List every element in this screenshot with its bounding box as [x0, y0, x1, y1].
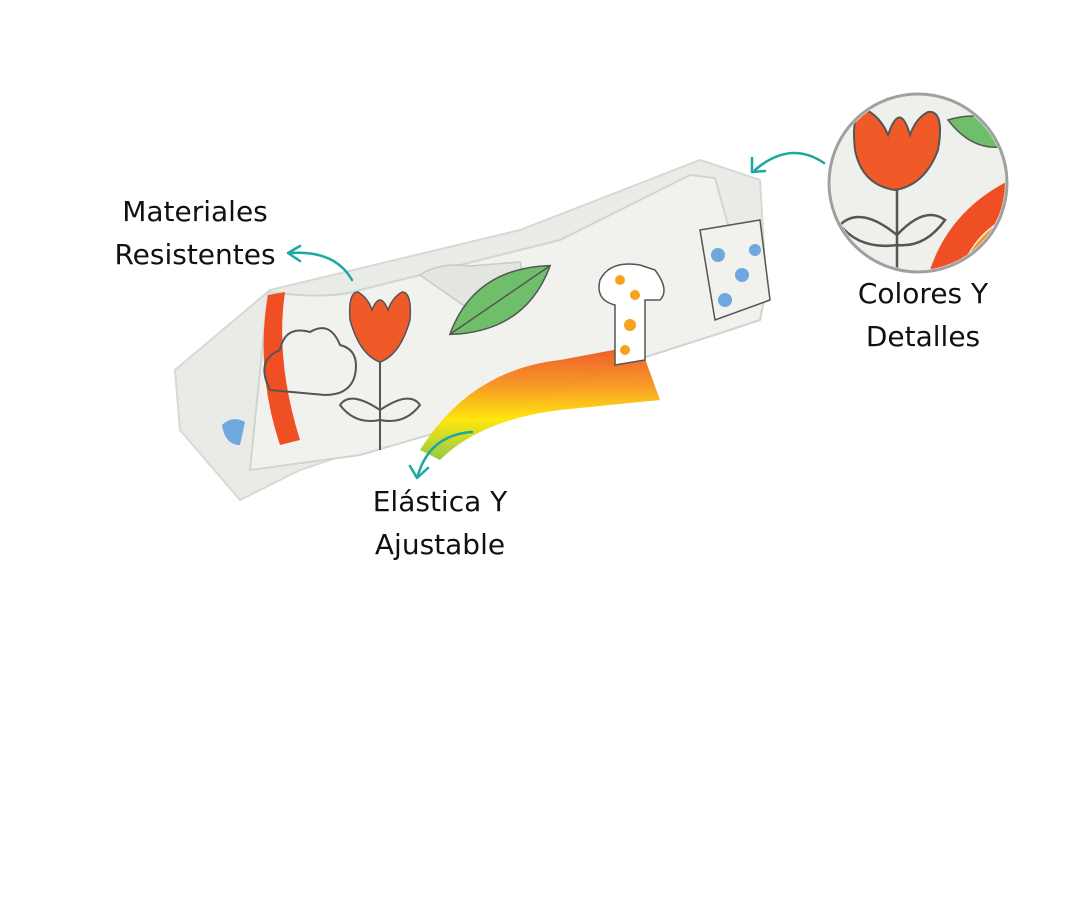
callout-elastica: Elástica Y Ajustable: [355, 480, 525, 566]
blue-tab: [222, 419, 245, 445]
arrow-materiales-head: [286, 244, 302, 263]
callout-colores: Colores Y Detalles: [838, 272, 1008, 358]
giraffe-icon: [598, 263, 665, 366]
arrow-colores-head: [750, 156, 767, 174]
callout-elastica-line2: Ajustable: [374, 528, 506, 561]
arrow-materiales: [288, 251, 354, 282]
callout-materiales-line1: Materiales: [122, 195, 268, 228]
left-rainbow-edge: [263, 292, 300, 445]
callout-materiales: Materiales Resistentes: [100, 190, 290, 276]
cloud-outline-icon: [263, 327, 357, 397]
arrow-colores: [753, 151, 826, 172]
leaf-icon: [448, 264, 552, 336]
arrow-elastica-head: [408, 464, 430, 480]
callout-colores-line2: Detalles: [865, 320, 981, 353]
callout-colores-line1: Colores Y: [857, 277, 989, 310]
callout-elastica-line1: Elástica Y: [372, 485, 508, 518]
zoom-detail-icon: [827, 92, 1009, 274]
arrow-elastica: [416, 430, 474, 477]
tulip-icon: [338, 291, 422, 450]
polka-dot-panel: [699, 219, 771, 322]
arrow-icon: [286, 151, 826, 480]
headband-front-fold: [248, 173, 767, 472]
callout-materiales-line2: Resistentes: [114, 238, 276, 271]
